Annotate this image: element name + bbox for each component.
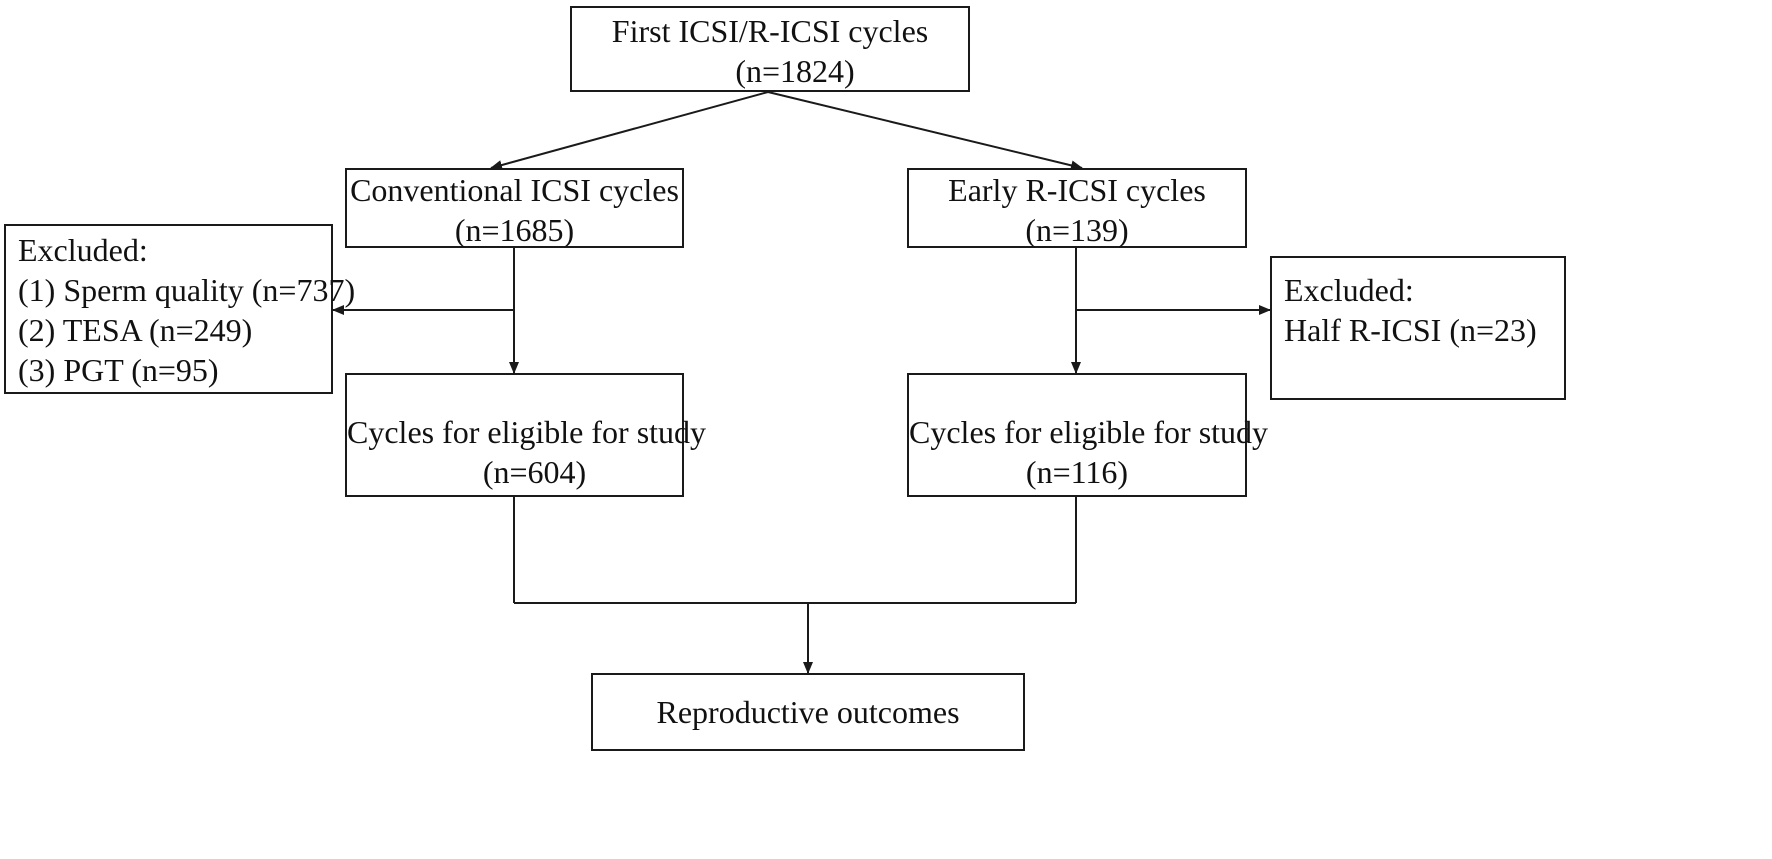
outcomes-label: Reproductive outcomes <box>656 694 960 730</box>
start-title: First ICSI/R-ICSI cycles <box>611 13 929 49</box>
early-count: (n=139) <box>1025 212 1129 248</box>
conventional-box: Conventional ICSI cycles (n=1685) <box>345 168 684 248</box>
arrow-start-to-early <box>767 91 1083 171</box>
start-box: First ICSI/R-ICSI cycles (n=1824) <box>570 6 970 92</box>
excluded-left-item-1: (1) Sperm quality (n=737) <box>18 272 356 308</box>
start-count: (n=1824) <box>735 53 855 89</box>
eligible-left-title: Cycles for eligible for study <box>347 414 707 450</box>
eligible-right-title: Cycles for eligible for study <box>909 414 1269 450</box>
excluded-right-box: Excluded: Half R-ICSI (n=23) <box>1270 256 1566 400</box>
eligible-left-box: Cycles for eligible for study (n=604) <box>345 373 707 497</box>
excluded-right-heading: Excluded: <box>1284 272 1414 308</box>
arrow-start-to-conventional <box>490 91 769 170</box>
early-box: Early R-ICSI cycles (n=139) <box>907 168 1247 248</box>
excluded-left-item-3: (3) PGT (n=95) <box>18 352 219 388</box>
early-title: Early R-ICSI cycles <box>948 172 1206 208</box>
excluded-left-item-2: (2) TESA (n=249) <box>18 312 253 348</box>
eligible-right-box: Cycles for eligible for study (n=116) <box>907 373 1269 497</box>
excluded-left-heading: Excluded: <box>18 232 148 268</box>
conventional-title: Conventional ICSI cycles <box>350 172 679 208</box>
excluded-right-item: Half R-ICSI (n=23) <box>1284 312 1537 348</box>
excluded-left-box: Excluded: (1) Sperm quality (n=737) (2) … <box>4 224 356 394</box>
outcomes-box: Reproductive outcomes <box>591 673 1025 751</box>
eligible-right-count: (n=116) <box>1025 454 1129 490</box>
conventional-count: (n=1685) <box>454 212 575 248</box>
eligible-left-count: (n=604) <box>482 454 587 490</box>
